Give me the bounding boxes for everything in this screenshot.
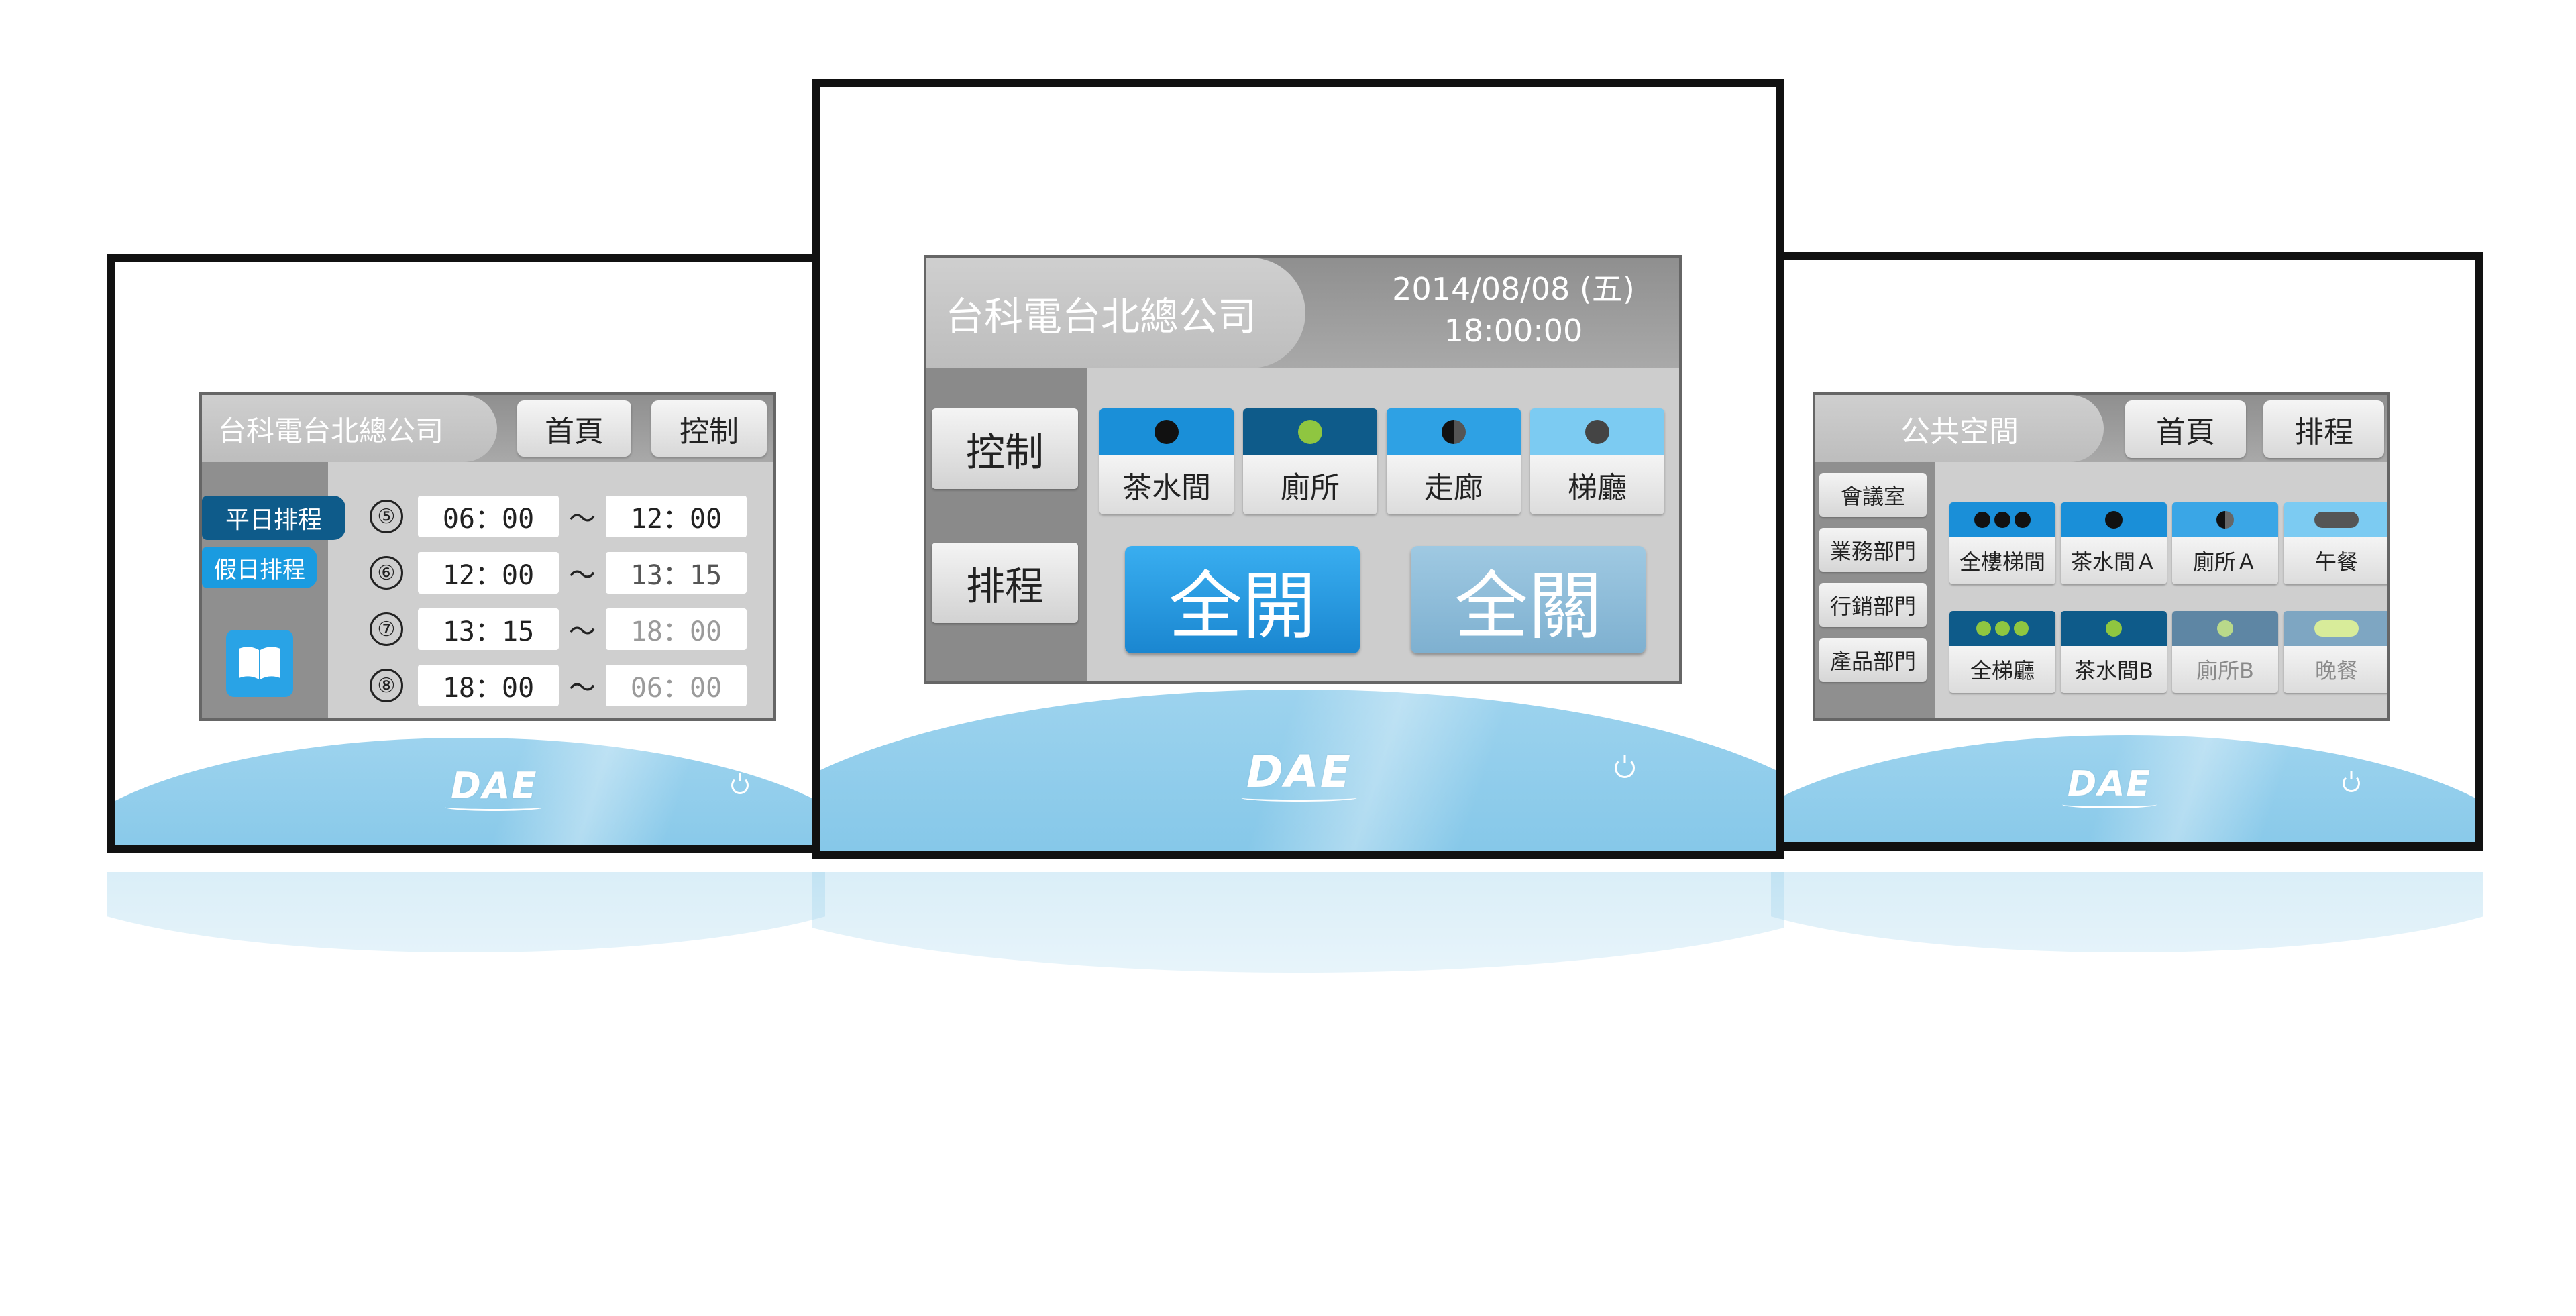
end-time[interactable]: 18：00 — [606, 608, 747, 650]
end-time[interactable]: 12：00 — [606, 496, 747, 537]
all-off-button[interactable]: 全關 — [1411, 546, 1646, 653]
center-screen: 台科電台北總公司 2014/08/08 (五) 18:00:00 控制 排程 茶… — [924, 255, 1682, 684]
indicator-bar — [2314, 512, 2359, 528]
start-time[interactable]: 13：15 — [418, 608, 559, 650]
indicator-dot — [1155, 420, 1179, 444]
time-display: 18:00:00 — [1444, 313, 1583, 349]
room-button-tea[interactable]: 茶水間 — [1099, 408, 1234, 514]
center-title: 台科電台北總公司 — [945, 293, 1257, 339]
indicator-dot — [1442, 420, 1466, 444]
left-title: 台科電台北總公司 — [218, 414, 444, 447]
room-button-toilet[interactable]: 廁所 — [1243, 408, 1377, 514]
all-on-button[interactable]: 全開 — [1125, 546, 1360, 653]
start-time[interactable]: 18：00 — [418, 665, 559, 706]
dae-logo: DAE — [1241, 746, 1357, 802]
scene-button[interactable]: 全樓梯間 — [1949, 502, 2055, 584]
right-screen: 公共空間 首頁 排程 會議室 業務部門 行銷部門 產品部門 全樓梯間 茶水間Ａ … — [1813, 392, 2390, 721]
left-home-button[interactable]: 首頁 — [517, 400, 631, 457]
power-icon[interactable] — [731, 777, 749, 794]
end-time[interactable]: 06：00 — [606, 665, 747, 706]
book-icon[interactable] — [226, 630, 293, 697]
row-number: ⑧ — [370, 669, 403, 702]
indicator-dot — [2217, 620, 2233, 637]
schedule-row: ⑤ 06：00 ～ 12：00 — [370, 496, 747, 537]
indicator-dot — [1995, 621, 2010, 636]
left-control-button[interactable]: 控制 — [651, 400, 767, 457]
indicator-dot — [2015, 512, 2031, 528]
dept-button[interactable]: 行銷部門 — [1819, 583, 1927, 627]
center-device-frame: 台科電台北總公司 2014/08/08 (五) 18:00:00 控制 排程 茶… — [812, 79, 1784, 859]
side-control-button[interactable]: 控制 — [932, 408, 1078, 489]
schedule-row: ⑥ 12：00 ～ 13：15 — [370, 552, 747, 594]
scene-button[interactable]: 茶水間B — [2061, 611, 2167, 693]
dept-button[interactable]: 產品部門 — [1819, 638, 1927, 682]
scene-button[interactable]: 午餐 — [2284, 502, 2387, 584]
right-home-button[interactable]: 首頁 — [2125, 400, 2246, 458]
dept-button[interactable]: 業務部門 — [1819, 528, 1927, 572]
dae-logo: DAE — [445, 765, 543, 811]
schedule-row: ⑦ 13：15 ～ 18：00 — [370, 608, 747, 650]
start-time[interactable]: 12：00 — [418, 552, 559, 594]
dept-button[interactable]: 會議室 — [1819, 473, 1927, 517]
indicator-dot — [1298, 420, 1322, 444]
right-device-frame: 公共空間 首頁 排程 會議室 業務部門 行銷部門 產品部門 全樓梯間 茶水間Ａ … — [1771, 252, 2483, 851]
indicator-dot — [1994, 512, 2010, 528]
date-display: 2014/08/08 (五) — [1392, 271, 1635, 307]
row-number: ⑤ — [370, 500, 403, 533]
indicator-dot — [1974, 512, 1990, 528]
end-time[interactable]: 13：15 — [606, 552, 747, 594]
indicator-dot — [1976, 621, 1991, 636]
row-number: ⑥ — [370, 556, 403, 590]
power-icon[interactable] — [2343, 775, 2360, 792]
right-schedule-button[interactable]: 排程 — [2263, 400, 2384, 458]
indicator-dot — [1585, 420, 1609, 444]
start-time[interactable]: 06：00 — [418, 496, 559, 537]
row-number: ⑦ — [370, 612, 403, 646]
indicator-dot — [2216, 511, 2234, 529]
right-title: 公共空間 — [1900, 415, 2019, 449]
room-button-lobby[interactable]: 梯廳 — [1530, 408, 1664, 514]
scene-button[interactable]: 廁所Ａ — [2172, 502, 2278, 584]
indicator-bar — [2314, 620, 2359, 637]
side-schedule-button[interactable]: 排程 — [932, 543, 1078, 623]
scene-button[interactable]: 晚餐 — [2284, 611, 2387, 693]
tab-weekday-schedule[interactable]: 平日排程 — [202, 496, 345, 540]
scene-button[interactable]: 茶水間Ａ — [2061, 502, 2167, 584]
left-screen: 台科電台北總公司 首頁 控制 平日排程 假日排程 ⑤ 06：00 ～ 12：00… — [199, 392, 776, 721]
dae-logo: DAE — [2062, 764, 2157, 808]
scene-button[interactable]: 全梯廳 — [1949, 611, 2055, 693]
indicator-dot — [2105, 511, 2123, 529]
room-button-corridor[interactable]: 走廊 — [1387, 408, 1521, 514]
tab-holiday-schedule[interactable]: 假日排程 — [202, 547, 317, 588]
scene-button[interactable]: 廁所B — [2172, 611, 2278, 693]
indicator-dot — [2014, 621, 2029, 636]
left-device-frame: 台科電台北總公司 首頁 控制 平日排程 假日排程 ⑤ 06：00 ～ 12：00… — [107, 254, 825, 853]
power-icon[interactable] — [1615, 758, 1635, 778]
indicator-dot — [2106, 620, 2122, 637]
schedule-row: ⑧ 18：00 ～ 06：00 — [370, 665, 747, 706]
